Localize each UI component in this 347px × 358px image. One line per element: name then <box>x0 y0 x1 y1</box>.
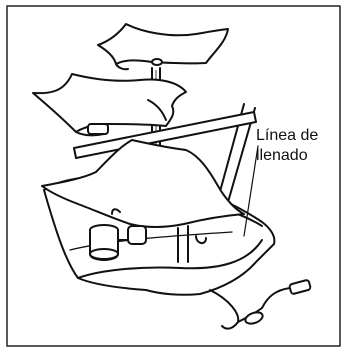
power-plug <box>288 279 312 295</box>
outer-border <box>6 5 341 347</box>
callout-leader-line <box>243 145 259 237</box>
fill-line-label-line2: llenado <box>256 147 308 164</box>
crossbar <box>73 111 257 159</box>
lower-tray <box>41 139 245 228</box>
middle-tray <box>32 73 187 133</box>
pump <box>89 208 147 261</box>
cord-connector <box>244 311 264 325</box>
top-tray <box>97 23 229 65</box>
fill-line-label-line1: Línea de <box>256 127 318 144</box>
